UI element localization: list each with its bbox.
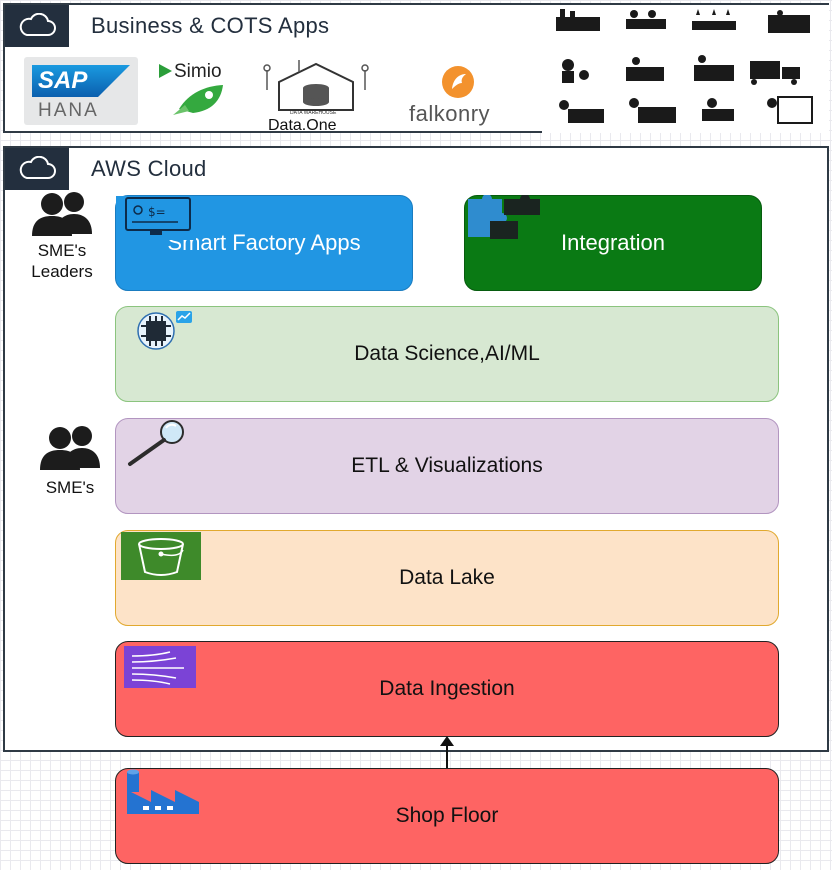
svg-text:$=: $= — [148, 205, 166, 219]
data-science-layer: Data Science,AI/ML — [115, 306, 779, 402]
data-warehouse-icon — [263, 60, 369, 111]
rocket-icon — [173, 85, 223, 115]
smes-persona: SME's — [20, 424, 120, 498]
shop-floor-layer: Shop Floor — [115, 768, 779, 864]
etl-visualizations-label: ETL & Visualizations — [351, 454, 543, 477]
business-cloud-badge — [5, 5, 69, 47]
sap-hana-logo: SAP HANA — [24, 57, 138, 125]
integration-label: Integration — [561, 230, 665, 255]
smes-label: SME's — [45, 478, 95, 497]
data-lake-label: Data Lake — [399, 566, 495, 589]
data-science-label: Data Science,AI/ML — [354, 342, 540, 365]
data-one-wordmark: Data.One — [268, 117, 337, 134]
magnifier-icon — [128, 420, 184, 466]
chip-icon — [137, 311, 192, 350]
data-ingestion-label: Data Ingestion — [379, 677, 515, 700]
simio-logo: Simio — [155, 61, 255, 119]
simio-wordmark: Simio — [174, 61, 222, 82]
streams-icon — [124, 646, 196, 688]
hana-wordmark: HANA — [38, 100, 99, 121]
business-process-icons — [542, 5, 829, 133]
data-one-logo: DATA WAREHOUSE Data.One — [261, 60, 371, 134]
users-icon — [40, 426, 100, 470]
cloud-icon — [19, 156, 56, 179]
aws-cloud-badge — [5, 148, 69, 190]
bucket-icon — [121, 532, 201, 580]
shop-floor-label: Shop Floor — [395, 804, 499, 827]
business-cots-group: Business & COTS Apps SAP HANA Simio — [3, 3, 829, 134]
data-lake-layer: Data Lake — [115, 530, 779, 626]
business-group-title: Business & COTS Apps — [91, 13, 330, 38]
monitor-icon: $= — [116, 196, 196, 240]
sme-leaders-label: SME's Leaders — [31, 241, 93, 281]
sap-logo-shape — [32, 65, 130, 97]
process-pictograms — [556, 9, 813, 124]
falkonry-wordmark: falkonry — [409, 101, 491, 126]
data-warehouse-caption: DATA WAREHOUSE — [290, 110, 337, 116]
sap-wordmark: SAP — [38, 67, 88, 94]
simio-play-icon — [159, 64, 172, 78]
factory-icon — [127, 769, 199, 814]
users-icon — [32, 192, 92, 236]
data-ingestion-layer: Data Ingestion — [115, 641, 779, 737]
aws-group-title: AWS Cloud — [91, 156, 207, 181]
puzzle-icon — [468, 195, 540, 239]
etl-visualizations-layer: ETL & Visualizations — [115, 418, 779, 514]
sme-leaders-persona: SME's Leaders — [12, 190, 112, 282]
falkonry-bird-icon — [442, 66, 474, 98]
smart-factory-apps-label: Smart Factory Apps — [167, 230, 361, 255]
falkonry-logo: falkonry — [403, 63, 523, 129]
cloud-icon — [19, 13, 56, 36]
